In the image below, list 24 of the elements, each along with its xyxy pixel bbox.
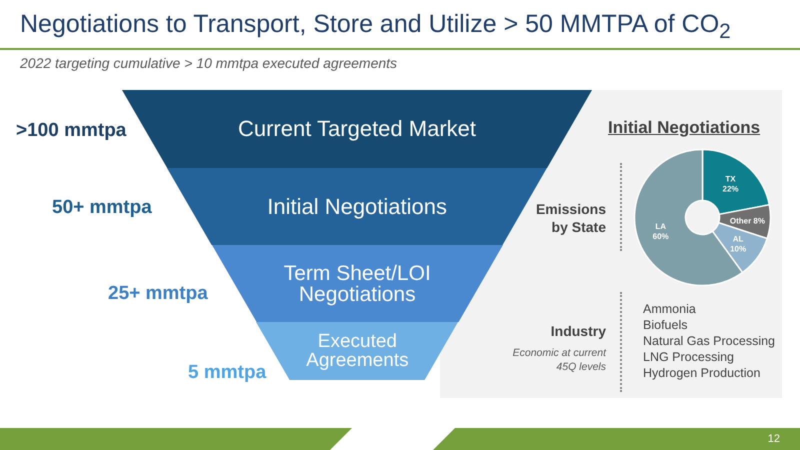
band-label: Current Targeted Market [238,118,476,140]
industry-item: Ammonia [643,302,696,316]
subtitle: 2022 targeting cumulative > 10 mmtpa executed agreements [20,55,398,71]
band-label: Executed Agreements [305,332,410,370]
tier-label: 25+ mmtpa [108,283,208,305]
industry-item: Hydrogen Production [643,366,760,380]
panel-heading: Initial Negotiations [608,118,760,138]
category-label: Industry [550,322,606,340]
data-label: Other 8% [730,216,765,226]
tier-label: >100 mmtpa [16,120,126,142]
category-label: Emissions by State [534,200,606,236]
tier-label: 5 mmtpa [188,362,266,384]
note: Economic at current 45Q levels [512,346,606,374]
slide-title: Negotiations to Transport, Store and Utilize > 50 MMTPA of CO$_{2}$ [20,10,731,44]
band-label: Term Sheet/LOI Negotiations [282,262,432,304]
industry-item: LNG Processing [643,350,734,364]
data-label: LA 60% [652,222,669,242]
tier-label: 50+ mmtpa [52,197,152,219]
band-label: Initial Negotiations [267,196,447,218]
industry-item: Natural Gas Processing [643,334,776,348]
data-label: TX 22% [722,174,739,194]
data-label: AL 10% [730,234,746,254]
page-number: 12 [768,433,780,445]
industry-item: Biofuels [643,318,688,332]
